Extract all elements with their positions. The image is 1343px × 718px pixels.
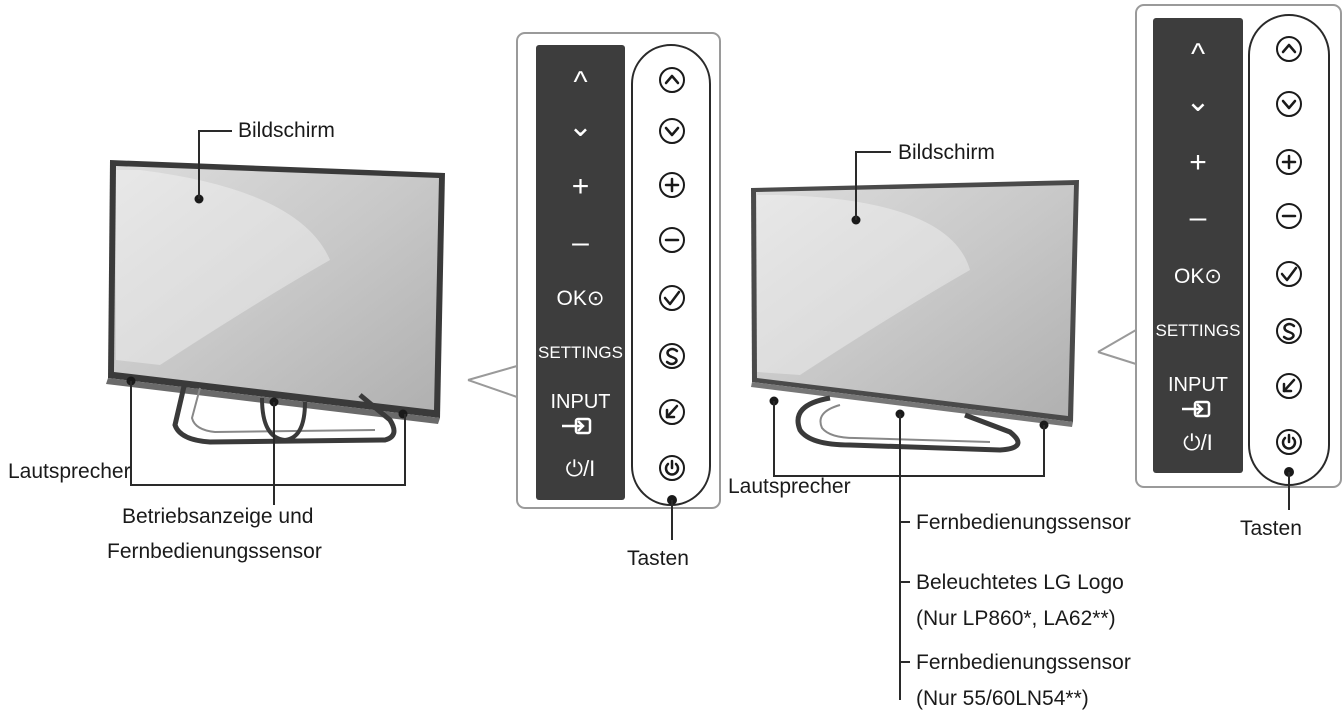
- left-key-up: ^: [573, 66, 588, 99]
- right-key-plus: +: [1189, 146, 1207, 179]
- left-speaker-label: Lautsprecher: [8, 460, 131, 483]
- right-sensor-label: Fernbedienungssensor: [916, 511, 1131, 534]
- right-tv-screen: [756, 185, 1074, 416]
- left-screen-label: Bildschirm: [238, 119, 335, 142]
- right-key-input: INPUT: [1168, 374, 1228, 396]
- right-key-ok: OK⊙: [1174, 265, 1222, 288]
- left-indicator-label-1: Betriebsanzeige und: [122, 505, 314, 528]
- right-sensor2-label-2: (Nur 55/60LN54**): [916, 687, 1089, 710]
- left-tv-screen: [114, 166, 439, 410]
- right-key-legend: [1153, 18, 1243, 473]
- right-key-down: ⌄: [1185, 85, 1211, 118]
- left-indicator-label-2: Fernbedienungssensor: [107, 540, 322, 563]
- right-key-minus: –: [1189, 201, 1207, 234]
- left-key-legend: [536, 45, 625, 500]
- left-key-down: ⌄: [567, 110, 594, 143]
- left-button-panel: [516, 32, 721, 540]
- right-key-power: ⏻/I: [1183, 430, 1213, 455]
- left-key-ok: OK⊙: [556, 287, 605, 310]
- left-tv: [106, 130, 445, 505]
- right-tv: [751, 151, 1079, 700]
- left-key-power: ⏻/I: [565, 456, 596, 481]
- right-key-up: ^: [1190, 38, 1206, 71]
- right-logo-label-1: Beleuchtetes LG Logo: [916, 571, 1124, 594]
- left-key-minus: –: [572, 226, 589, 259]
- left-key-plus: +: [571, 170, 590, 203]
- left-button-strip: [631, 44, 711, 506]
- left-key-settings: SETTINGS: [537, 343, 623, 362]
- right-speaker-label: Lautsprecher: [728, 475, 851, 498]
- left-key-input: INPUT: [550, 391, 611, 413]
- right-button-strip: [1248, 14, 1330, 486]
- right-screen-label: Bildschirm: [898, 141, 995, 164]
- right-sensor2-label-1: Fernbedienungssensor: [916, 651, 1131, 674]
- right-button-panel: [1135, 4, 1342, 510]
- right-buttons-label: Tasten: [1240, 517, 1302, 540]
- right-logo-label-2: (Nur LP860*, LA62**): [916, 607, 1116, 630]
- right-key-settings: SETTINGS: [1155, 321, 1241, 340]
- left-buttons-label: Tasten: [627, 547, 689, 570]
